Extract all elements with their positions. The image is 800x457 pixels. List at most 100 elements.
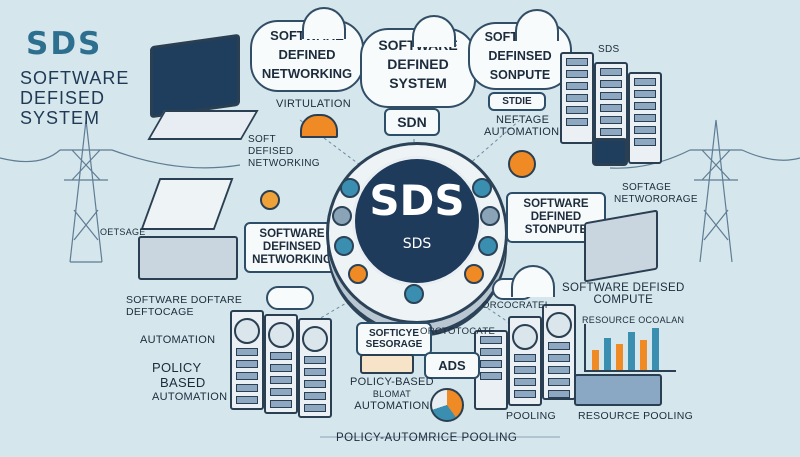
cloud-line: SOFTWARE xyxy=(378,37,458,53)
label-software-defised-compute: SOFTWARE DEFISED COMPUTE xyxy=(562,282,685,306)
cloud-line: SOFTWARE xyxy=(484,30,556,44)
label-softage-networorage: SOFTAGE NETWORORAGE xyxy=(614,182,698,206)
box-software-defined-networking: SOFTWARE DEFINSED NETWORKING xyxy=(244,222,340,273)
label-soft-defised-networking: SOFT DEFISED NETWORKING xyxy=(248,134,320,170)
bar-chart-illustration xyxy=(584,324,676,372)
cloud-line: SONPUTE xyxy=(489,68,551,82)
label-line: SOFTWARE DOFTARE xyxy=(126,294,243,306)
laptop-illustration xyxy=(147,33,259,150)
cloud-line: DEFINSED xyxy=(488,49,552,63)
cloud-software-defined-networking: SOFTWARE DEFINED NETWORKING xyxy=(250,7,364,92)
server-rack xyxy=(560,52,594,144)
server-rack xyxy=(542,304,576,400)
label-automation-left: AUTOMATION xyxy=(140,334,216,346)
sds-hub-core xyxy=(352,156,482,286)
hub-subtitle: SDS xyxy=(402,236,432,252)
chart-bar xyxy=(640,340,647,370)
chart-bar xyxy=(616,344,623,370)
subtitle-line: SOFTWARE xyxy=(20,68,130,88)
subtitle-line: SYSTEM xyxy=(20,108,101,128)
box-line: STONPUTE xyxy=(524,224,588,236)
hub-node xyxy=(348,264,368,284)
label-line: DEFTOCAGE xyxy=(126,306,194,318)
label-policy-based-center: POLICY-BASED BLOMAT AUTOMATION xyxy=(350,376,434,412)
server-rack xyxy=(230,310,264,410)
label-line: NETWORKING xyxy=(248,158,320,169)
box-stdie: STDIE xyxy=(488,92,546,111)
box-line: SOFTICYE xyxy=(368,328,419,339)
box-ads: ADS xyxy=(424,352,480,379)
box-line: SOFTWARE xyxy=(259,228,325,240)
cloud-line: DEFINED xyxy=(278,47,336,62)
label-neftage: NEFTAGE xyxy=(496,114,550,126)
chart-bar xyxy=(604,338,611,370)
tag-icon xyxy=(360,354,414,374)
cloud-software-defined-sonpute: SOFTWARE DEFINSED SONPUTE xyxy=(468,9,572,90)
chart-bar xyxy=(652,328,659,370)
label-software-doftare: SOFTWARE DOFTARE DEFTOCAGE xyxy=(126,294,242,318)
cloud-software-defined-system: SOFTWARE DEFINED SYSTEM xyxy=(360,15,476,108)
hub-node xyxy=(334,236,354,256)
label-line: AUTOMATION xyxy=(354,400,430,412)
label-line: BASED xyxy=(160,375,206,390)
label-line: POLICY xyxy=(152,360,202,375)
cloud-icon-small xyxy=(266,286,314,310)
pie-chart-icon xyxy=(430,388,464,422)
sun-icon xyxy=(260,190,280,210)
cloud-icon-orcocratei xyxy=(492,265,556,300)
label-orcocratei: ORCOCRATEI xyxy=(482,300,548,311)
hub-title: SDS xyxy=(369,176,465,225)
label-line: NETWORORAGE xyxy=(614,194,698,205)
sds-badge-icon xyxy=(508,150,536,178)
label-orctotocate: ORCTOTOCATE xyxy=(420,326,496,337)
box-line: SOFTWARE xyxy=(523,198,589,210)
label-line: DEFISED xyxy=(248,146,294,157)
label-line: POLICY-BASED xyxy=(350,376,434,388)
box-line: DEFINED xyxy=(530,211,582,223)
label-line: SOFTWARE DEFISED xyxy=(562,282,685,294)
cloud-line: NETWORKING xyxy=(261,66,353,81)
hub-node xyxy=(340,178,360,198)
parachute-icon xyxy=(300,114,338,138)
label-pooling: POOLING xyxy=(506,410,556,422)
label-line: COMPUTE xyxy=(593,294,654,306)
hub-node xyxy=(464,264,484,284)
box-line: DEFINSED xyxy=(262,241,322,253)
server-rack xyxy=(298,318,332,418)
chart-bar xyxy=(628,332,635,370)
label-oetsage: OETSAGE xyxy=(100,227,146,237)
hub-node xyxy=(404,284,424,304)
cloud-line: SYSTEM xyxy=(389,75,447,91)
bottom-caption: POLICY-AUTOMRICE POOLING xyxy=(336,432,518,444)
cloud-line: DEFINED xyxy=(387,56,449,72)
server-rack xyxy=(508,316,542,406)
server-rack xyxy=(628,72,662,164)
subtitle-line: DEFISED xyxy=(20,88,106,108)
label-line: SOFT xyxy=(248,134,276,145)
box-sdn: SDN xyxy=(384,108,440,136)
server-cluster-bottom-left xyxy=(230,310,350,420)
label-virtulation: VIRTULATION xyxy=(276,98,352,110)
truck-illustration xyxy=(574,374,662,406)
server-rack xyxy=(264,314,298,414)
label-line: SOFTAGE xyxy=(622,182,672,193)
label-resource-pooling: RESOURCE POOLING xyxy=(578,410,694,422)
page-subtitle: SOFTWARE DEFISED SYSTEM xyxy=(20,68,129,128)
monitor-illustration xyxy=(592,138,628,166)
cloud-line: SOFTWARE xyxy=(270,28,344,43)
page-title: SDS xyxy=(26,26,103,62)
switch-illustration xyxy=(138,236,238,280)
label-line: BLOMAT xyxy=(372,389,412,399)
hub-node xyxy=(478,236,498,256)
hub-node xyxy=(332,206,352,226)
laptop-screen xyxy=(150,33,240,119)
laptop-keyboard xyxy=(147,110,259,140)
label-resource-ocoalan: RESOURCE OCOALAN xyxy=(582,315,685,325)
box-softicye-sesorage: SOFTICYE SESORAGE xyxy=(356,322,432,356)
label-automation-right: AUTOMATION xyxy=(484,126,560,138)
chart-bar xyxy=(592,350,599,370)
box-line: NETWORKING xyxy=(252,254,332,266)
label-sds-corner: SDS xyxy=(598,44,620,55)
hub-node xyxy=(480,206,500,226)
server-cluster-bottom-center xyxy=(474,300,584,410)
